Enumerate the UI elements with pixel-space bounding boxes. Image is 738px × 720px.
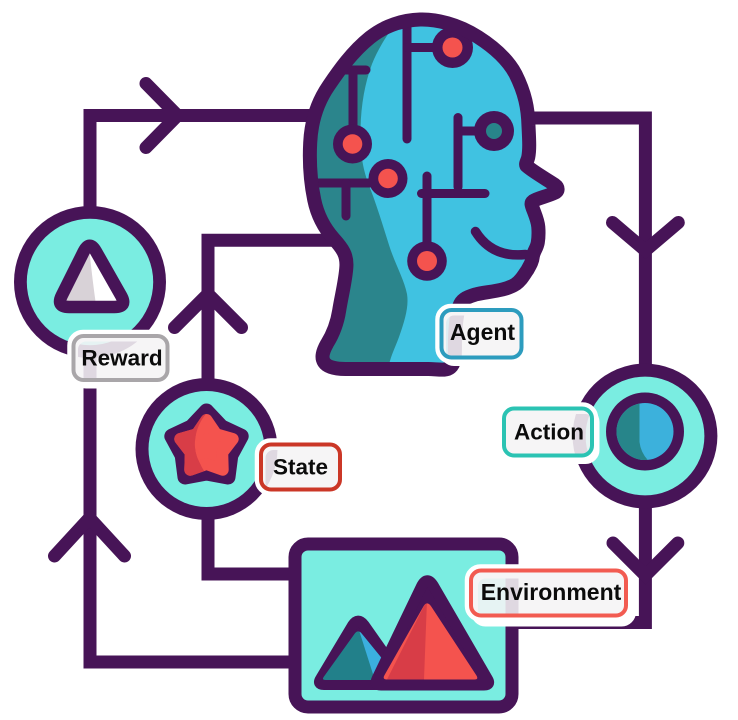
svg-text:Environment: Environment	[481, 579, 622, 605]
svg-text:Agent: Agent	[450, 319, 516, 345]
svg-text:Action: Action	[514, 420, 584, 445]
svg-text:State: State	[273, 455, 328, 480]
svg-text:Reward: Reward	[81, 346, 162, 371]
